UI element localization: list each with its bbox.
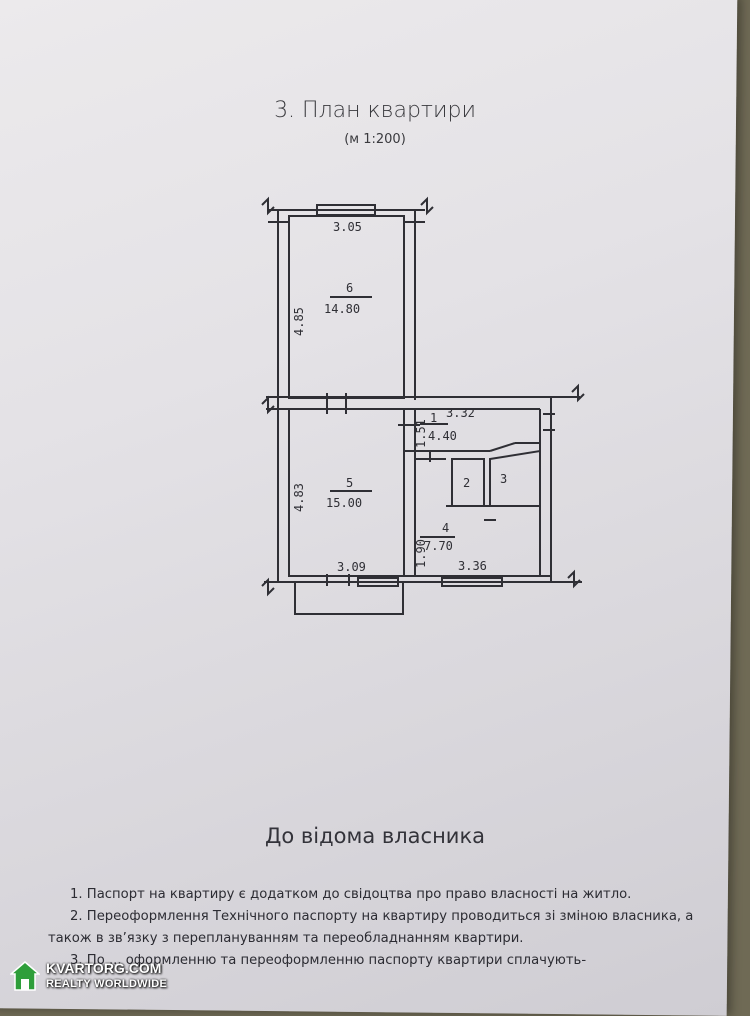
room-5-outline [288,408,405,577]
room-4-number: 4 [442,521,449,535]
room-5-length-label: 4.83 [292,483,306,512]
room-4-area: 7.70 [424,539,453,553]
house-logo-icon [8,960,42,992]
room-6-length-label: 4.85 [292,307,306,336]
room-6-area: 14.80 [324,302,360,316]
room-3-outline [489,449,541,507]
bottom-window-left [357,577,399,587]
room-5-width-label: 3.09 [337,560,366,574]
page-title: 3. План квартири [274,98,476,123]
room-5-area: 15.00 [326,496,362,510]
owner-notice-title: До відома власника [264,824,486,848]
watermark-line-1: KVARTORG.COM [46,960,162,976]
bottom-window-right [441,577,503,587]
room-3-number: 3 [500,472,507,486]
watermark-line-2: REALTY WORLDWIDE [46,978,168,990]
notice-item-3: 3. По ... оформленню та переоформленню п… [70,953,587,968]
owner-notice-list: 1. Паспорт на квартиру є додатком до сві… [48,884,708,972]
room-1-number: 1 [430,411,437,425]
room-4-width-label: 3.36 [458,559,487,573]
kvartorg-watermark: KVARTORG.COM REALTY WORLDWIDE [8,956,210,996]
room-5-number: 5 [346,476,353,490]
room-1-depth-label: 1.51 [414,419,428,448]
room-2-number: 2 [463,476,470,490]
room-1-area: 4.40 [428,429,457,443]
scale-label: (м 1:200) [344,132,406,147]
room-6-width-label: 3.05 [333,220,362,234]
room-4-depth-label: 1.90 [414,539,428,568]
room-6-number: 6 [346,281,353,295]
notice-item-2: 2. Переоформлення Технічного паспорту на… [48,909,694,946]
notice-item-1: 1. Паспорт на квартиру є додатком до сві… [70,887,632,902]
room-1-width-label: 3.32 [446,406,475,420]
